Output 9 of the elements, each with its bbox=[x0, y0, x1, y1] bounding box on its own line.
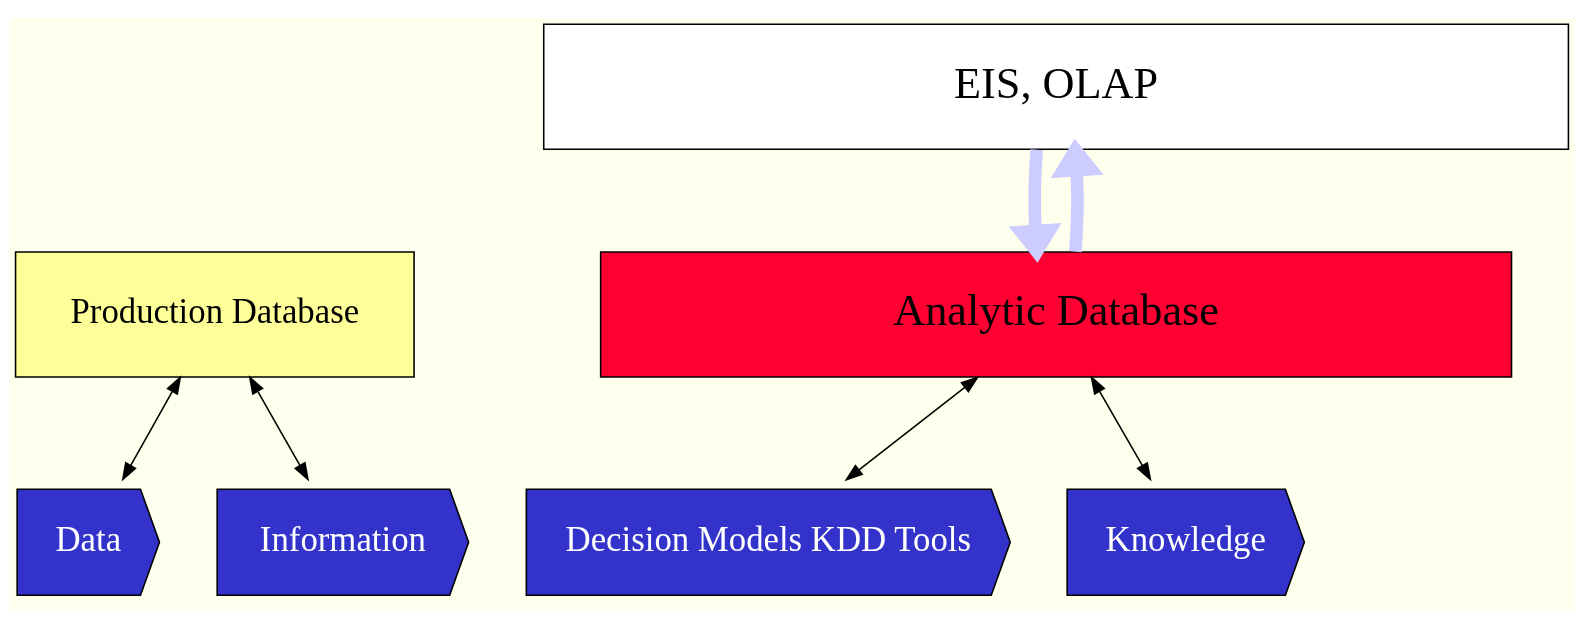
node-box: Production Database bbox=[14, 250, 415, 378]
arrow bbox=[1090, 374, 1152, 481]
node-box: EIS, OLAP bbox=[542, 23, 1570, 150]
arrow bbox=[1050, 138, 1104, 252]
arrow bbox=[121, 374, 182, 481]
node-box: Analytic Database bbox=[599, 250, 1513, 378]
arrow bbox=[844, 375, 980, 481]
arrow bbox=[1008, 148, 1062, 263]
arrow bbox=[248, 374, 310, 481]
